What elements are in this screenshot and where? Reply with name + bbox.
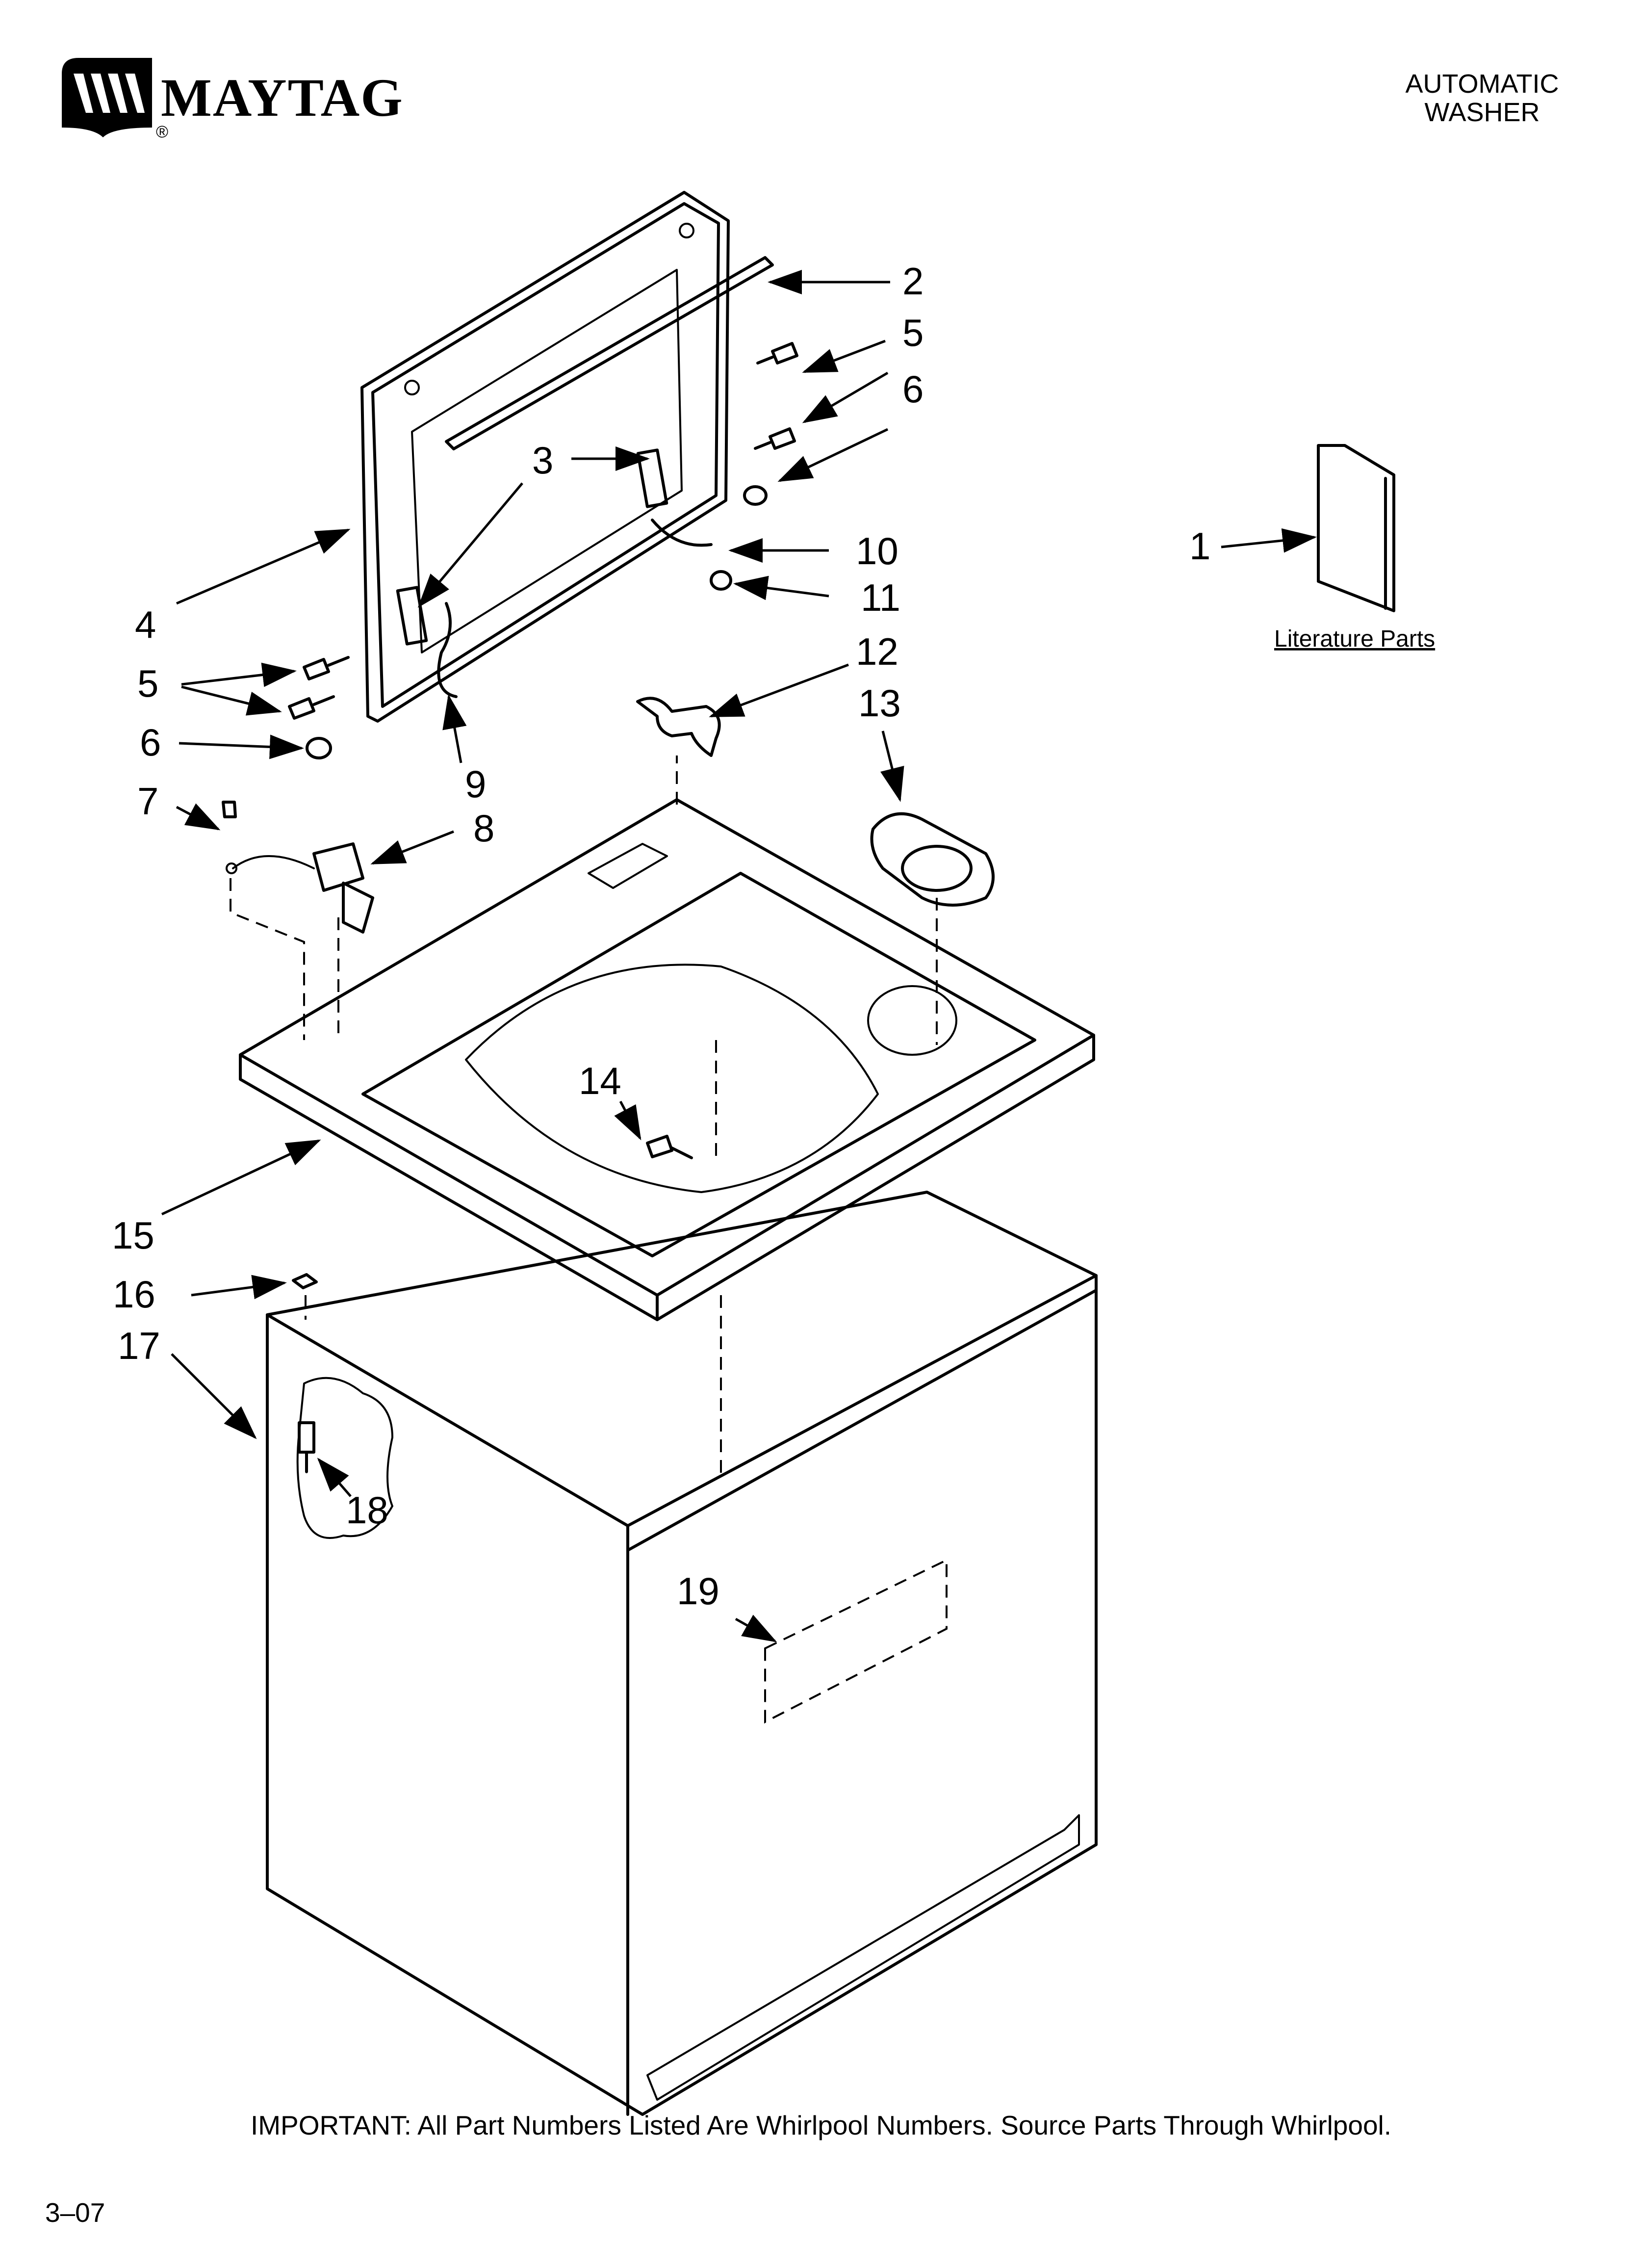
callout-9: 9	[465, 762, 486, 806]
registered-mark: ®	[156, 123, 169, 141]
callout-17: 17	[118, 1324, 160, 1367]
literature-booklet	[1317, 444, 1395, 612]
callout-19: 19	[677, 1569, 719, 1613]
callout-16: 16	[113, 1273, 155, 1316]
lid-switch	[222, 801, 374, 1040]
callout-6-top: 6	[902, 367, 924, 411]
bleach-dispenser	[870, 812, 995, 907]
title-line-1: AUTOMATIC	[1405, 69, 1559, 99]
cabinet	[266, 1191, 1098, 2116]
callout-7: 7	[137, 780, 158, 823]
top-cover-screw	[646, 1135, 693, 1159]
hinge-pin	[651, 519, 713, 547]
callout-3: 3	[532, 439, 553, 482]
maytag-logo: MAYTAG ®	[59, 54, 404, 142]
top-cover	[239, 756, 1095, 1321]
callout-13: 13	[858, 681, 901, 725]
callout-18: 18	[346, 1488, 388, 1532]
tub-ring-clip	[636, 697, 721, 757]
callout-6-left: 6	[140, 721, 161, 764]
callout-8: 8	[473, 807, 494, 850]
callout-14: 14	[579, 1059, 621, 1102]
cabinet-clip	[292, 1273, 318, 1289]
title-line-2: WASHER	[1424, 98, 1540, 127]
callout-2: 2	[902, 260, 924, 303]
lid-assembly	[360, 191, 774, 723]
maytag-emblem-icon	[62, 58, 152, 137]
literature-parts-label: Literature Parts	[1274, 626, 1435, 652]
callout-12: 12	[856, 630, 898, 673]
callout-11: 11	[861, 576, 900, 619]
brand-name: MAYTAG	[161, 68, 404, 128]
lid-rod	[437, 602, 458, 698]
revision-code: 3–07	[45, 2197, 105, 2228]
callout-10: 10	[856, 529, 898, 573]
lid-stiffener	[445, 256, 774, 450]
callout-5-left: 5	[137, 662, 158, 705]
callout-arrows	[161, 270, 1317, 1642]
callout-labels: 2 5 6 3 10 11 4 5 6 1 Literature Parts 1…	[112, 260, 1435, 1613]
callout-4: 4	[135, 603, 156, 646]
hinge-left	[396, 586, 428, 646]
callout-15: 15	[112, 1214, 154, 1257]
callout-5-top: 5	[902, 311, 924, 354]
lid-fasteners	[288, 342, 798, 759]
footer-note: IMPORTANT: All Part Numbers Listed Are W…	[250, 2110, 1392, 2140]
document-title: AUTOMATIC WASHER	[1384, 70, 1580, 127]
callout-1: 1	[1189, 524, 1210, 568]
